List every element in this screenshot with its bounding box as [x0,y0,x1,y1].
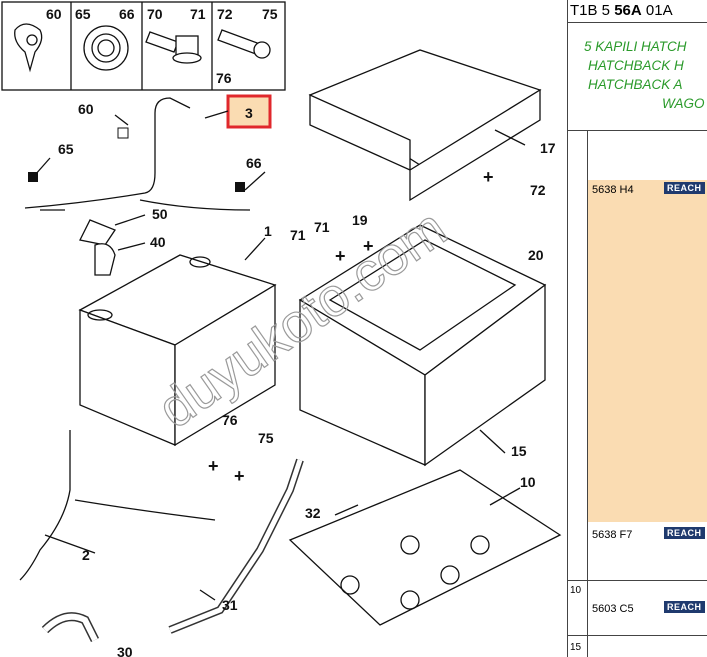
callout-40[interactable]: 40 [150,234,166,250]
description-line: WAGO [662,96,705,111]
inset-label: 72 [217,6,233,22]
header-suffix: 01A [645,2,673,19]
callout-2[interactable]: 2 [82,547,90,563]
battery-cover [308,49,542,202]
column-divider [587,130,588,657]
callout-71[interactable]: 71 [314,219,330,235]
callout-30[interactable]: 30 [117,644,133,657]
callout-1[interactable]: 1 [264,223,272,239]
callout-19[interactable]: 19 [352,212,368,228]
callout-20[interactable]: 20 [528,247,544,263]
callout-31[interactable]: 31 [222,597,238,613]
row-divider [568,580,707,581]
bolt-washer-icon [145,31,202,64]
parts-diagram: + + + + + duyukoto.com 60 65 66 70 71 72… [1,1,562,657]
description-line: HATCHBACK A [588,77,683,92]
callout-72[interactable]: 72 [530,182,546,198]
callout-50[interactable]: 50 [152,206,168,222]
inset-label: 75 [262,6,278,22]
callout-60[interactable]: 60 [78,101,94,117]
description-line: 5 KAPILI HATCH [584,39,687,54]
marker-icon [235,182,245,192]
plus-icon: + [363,236,374,256]
marker-icon [28,172,38,182]
header-prefix: T1B 5 [570,2,611,19]
callout-15[interactable]: 15 [511,443,527,459]
reach-badge: REACH [664,601,705,613]
callout-76[interactable]: 76 [222,412,238,428]
callout-66[interactable]: 66 [246,155,262,171]
inset-label: 70 [147,6,163,22]
reach-badge: REACH [664,527,705,539]
inset-label: 60 [46,6,62,22]
callout-65[interactable]: 65 [58,141,74,157]
plus-icon: + [234,466,245,486]
part-number[interactable]: 5603 C5 [592,603,634,615]
description-line: HATCHBACK H [588,58,684,73]
header-code: 56A [614,2,642,19]
plus-icon: + [483,167,494,187]
inset-label: 65 [75,6,91,22]
callout-75[interactable]: 75 [258,430,274,446]
vehicle-description: 5 KAPILI HATCH HATCHBACK H HATCHBACK A W… [568,23,707,131]
highlighted-row [588,180,707,522]
callout-10[interactable]: 10 [520,474,536,490]
bolt-icon [217,29,271,59]
callout-3[interactable]: 3 [245,105,253,121]
clip-icon [14,23,43,73]
part-number[interactable]: 5638 F7 [592,529,633,541]
marker-icon [117,127,129,139]
plus-icon: + [335,246,346,266]
row-divider [568,635,707,636]
row-number: 10 [570,585,582,596]
row-number: 15 [570,642,582,653]
battery [78,254,277,447]
inset-label: 71 [190,6,206,22]
inset-label: 76 [216,70,232,86]
inset-label: 66 [119,6,135,22]
parts-list-panel: T1B 5 56A 01A 5 KAPILI HATCH HATCHBACK H… [567,0,707,657]
panel-header: T1B 5 56A 01A [568,0,707,23]
callout-71[interactable]: 71 [290,227,306,243]
callout-17[interactable]: 17 [540,140,556,156]
battery-tray [298,224,547,467]
part-number[interactable]: 5638 H4 [592,184,634,196]
base-plate [288,469,562,626]
plus-icon: + [208,456,219,476]
callout-32[interactable]: 32 [305,505,321,521]
grommet-icon [83,25,129,71]
reach-badge: REACH [664,182,705,194]
